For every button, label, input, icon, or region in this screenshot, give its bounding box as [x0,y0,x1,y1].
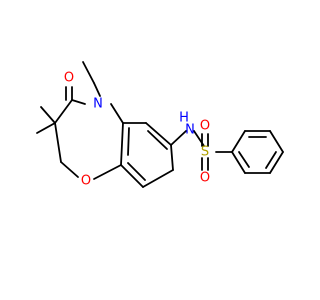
atom-h-sulfonamide: H [179,111,189,126]
bond-o-ether-c [93,164,122,180]
bond-ar-4 [170,144,174,171]
atom-o-sulfonyl-bottom: O [200,171,210,186]
bond-ar-double-3 [127,127,130,156]
bond-ph-double-3 [238,151,250,168]
bond-ar-double-2 [147,130,168,150]
bond-ph-double-2 [265,151,277,169]
bonds [36,61,284,188]
atom-o-ether: O [81,174,91,189]
molecule-diagram: N O O H N S O O [36,61,284,189]
bond-ethyl-ch2 [93,82,101,97]
bond-ph-3 [269,130,284,153]
bond-ar-nh [170,130,187,146]
bond-ch2-o-ether [60,161,79,178]
bond-ph-6 [231,151,246,174]
bond-quat-c-methyl-2 [36,122,56,134]
bond-quat-c-ch2 [54,122,62,163]
atom-n-amide: N [93,97,103,112]
bond-ethyl-ch3 [82,61,95,84]
atom-labels: N O O H N S O O [64,71,210,189]
bond-ph-4 [269,151,284,174]
atom-s-sulfonyl: S [201,145,209,160]
bond-ar-2 [120,164,144,188]
bond-ar-3 [142,169,174,188]
bond-quat-c-methyl-1 [40,106,56,124]
bond-ph-1 [231,130,246,153]
bond-ar-5 [145,122,172,146]
bond-n-arc [110,103,124,124]
atom-n-sulfonamide: N [185,123,195,138]
bond-carbonyl-c-quat-c [54,99,73,124]
bond-n-carbonyl-c [71,99,86,105]
bond-ar-double-1 [127,162,146,181]
atom-o-sulfonyl-top: O [200,119,210,134]
bond-ar-1 [120,122,124,166]
atom-o-carbonyl: O [64,71,74,86]
